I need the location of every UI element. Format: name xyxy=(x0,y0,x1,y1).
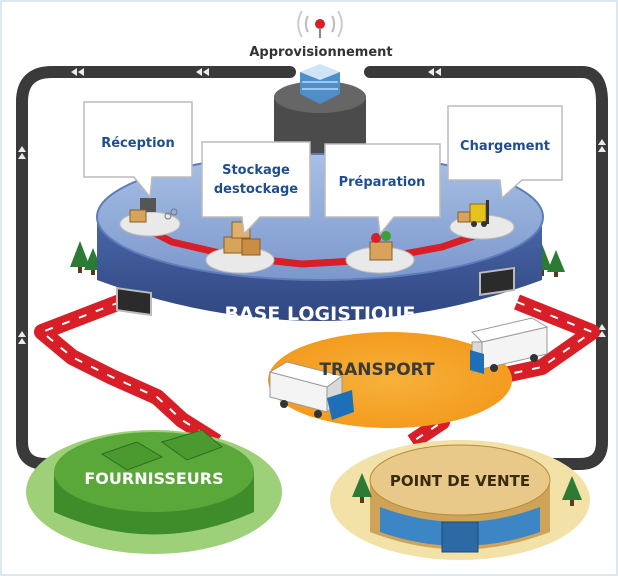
callout-chargement xyxy=(447,105,563,200)
station-preparation xyxy=(345,231,415,274)
point-de-vente-site xyxy=(330,440,590,560)
station-stockage xyxy=(205,221,275,274)
station-chargement xyxy=(449,200,515,240)
stockage-label: Stockage xyxy=(222,163,290,178)
approvisionnement-label: Approvisionnement xyxy=(249,45,392,60)
truck-icon xyxy=(268,361,354,420)
radio-antenna-icon xyxy=(297,10,343,38)
fournisseurs-label: FOURNISSEURS xyxy=(84,469,223,488)
chargement-label: Chargement xyxy=(460,139,550,154)
supply-loop xyxy=(16,66,608,470)
tree-icon xyxy=(352,473,582,506)
base-logistique-label: BASE LOGISTIQUE xyxy=(225,303,416,325)
callout-preparation xyxy=(324,143,441,236)
preparation-label: Préparation xyxy=(339,175,426,190)
box-with-ball-icon xyxy=(369,231,393,261)
destockage-label: destockage xyxy=(214,182,298,197)
station-reception xyxy=(119,198,181,237)
truck-icon xyxy=(470,317,549,374)
point-de-vente-label: POINT DE VENTE xyxy=(390,472,530,490)
callout-reception xyxy=(83,101,193,199)
transport-label: TRANSPORT xyxy=(319,360,435,380)
inbound-path xyxy=(34,294,222,449)
fournisseurs-site xyxy=(26,429,282,554)
reception-label: Réception xyxy=(101,136,175,151)
scanner-icon xyxy=(129,198,178,223)
forklift-icon xyxy=(457,200,489,227)
callout-stockage xyxy=(201,141,311,236)
